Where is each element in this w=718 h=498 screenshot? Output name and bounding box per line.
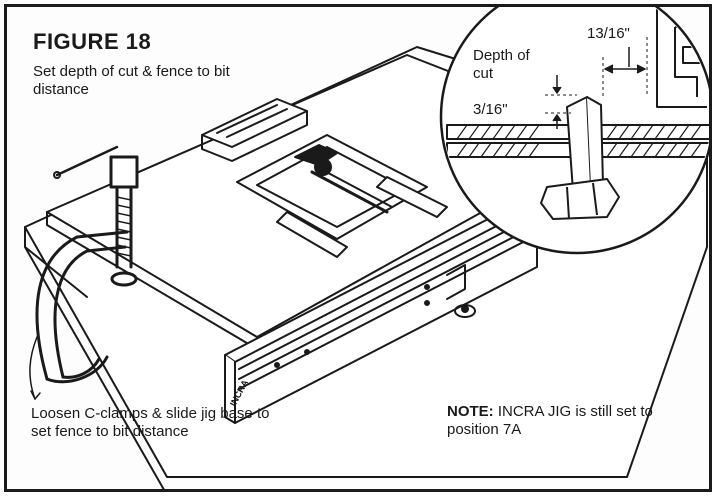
fence-distance-value: 13/16": [587, 25, 630, 42]
lock-knob-icon: [294, 144, 338, 176]
jig-carriage: [236, 134, 428, 240]
figure-title: FIGURE 18: [33, 29, 152, 54]
note-text: INCRA JIG is still set to position 7A: [447, 403, 653, 438]
router-bit-icon: [454, 304, 476, 318]
depth-of-cut-label: Depth of cut: [473, 47, 530, 82]
collet-nut: [540, 178, 620, 220]
c-clamp-icon: [35, 155, 139, 384]
note-label: NOTE:: [447, 403, 494, 420]
clamp-callout: Loosen C-clamps & slide jig base to set …: [31, 405, 270, 440]
depth-of-cut-value: 3/16": [473, 101, 508, 118]
note-block: NOTE: INCRA JIG is still set to position…: [447, 403, 667, 438]
figure-frame: FIGURE 18 Set depth of cut & fence to bi…: [4, 4, 712, 492]
router-table-illustration: [24, 7, 709, 489]
figure-subtitle: Set depth of cut & fence to bit distance: [33, 63, 230, 98]
